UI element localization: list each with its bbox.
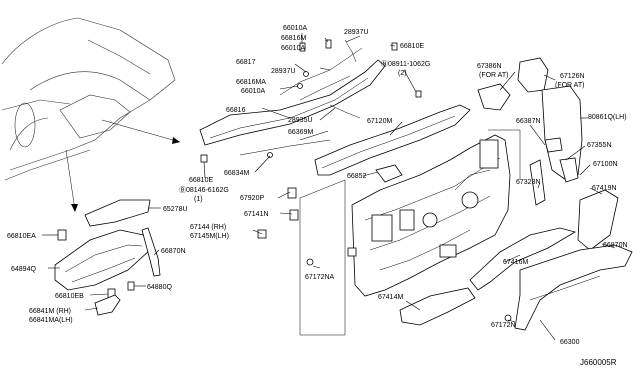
dash-panel — [347, 134, 511, 297]
label-67416M[interactable]: 67416M — [503, 259, 528, 266]
label-66834M[interactable]: 66834M — [224, 170, 249, 177]
part-labels: 66010A 28937U 66816M 66010A 66810E 66817… — [7, 25, 628, 367]
label-67126N[interactable]: 67126N — [560, 73, 585, 80]
label-64880Q[interactable]: 64880Q — [147, 284, 172, 291]
cowl-top-assembly — [199, 39, 422, 163]
label-67355N[interactable]: 67355N — [587, 142, 612, 149]
label-66816[interactable]: 66816 — [226, 107, 246, 114]
label-66816M[interactable]: 66816M — [281, 35, 306, 42]
label-66010A-3[interactable]: 66010A — [241, 88, 265, 95]
label-66810E-left[interactable]: 66810E — [189, 177, 213, 184]
label-67386N-note[interactable]: (FOR AT) — [479, 72, 508, 79]
label-66810E-top[interactable]: 66810E — [400, 43, 424, 50]
label-66841M[interactable]: 66841M (RH) — [29, 308, 71, 315]
label-65278U[interactable]: 65278U — [163, 206, 188, 213]
label-66810EA[interactable]: 66810EA — [7, 233, 36, 240]
label-08911-1062G[interactable]: Ⓝ08911-1062G — [381, 60, 430, 68]
label-28937U-mid[interactable]: 28937U — [271, 68, 296, 75]
label-67920P[interactable]: 67920P — [240, 195, 264, 202]
label-66841MA[interactable]: 66841MA(LH) — [29, 317, 73, 324]
label-67141N[interactable]: 67141N — [244, 211, 269, 218]
right-side-brackets — [257, 57, 633, 331]
label-67414M[interactable]: 67414M — [378, 294, 403, 301]
label-67120M[interactable]: 67120M — [367, 118, 392, 125]
label-64894Q[interactable]: 64894Q — [11, 266, 36, 273]
label-66810EB[interactable]: 66810EB — [55, 293, 84, 300]
label-66817[interactable]: 66817 — [236, 59, 256, 66]
diagram-code: J660005R — [580, 358, 617, 367]
label-67145M[interactable]: 67145M(LH) — [190, 233, 229, 240]
lower-left-parts — [54, 199, 161, 316]
label-67126N-note[interactable]: (FOR AT) — [555, 82, 584, 89]
car-callout-arrows — [65, 119, 181, 212]
label-66300[interactable]: 66300 — [560, 339, 580, 346]
label-66870N-right[interactable]: 66870N — [603, 242, 628, 249]
label-67172NA[interactable]: 67172NA — [305, 274, 335, 281]
label-67386N[interactable]: 67386N — [477, 63, 502, 70]
label-66010A-top[interactable]: 66010A — [283, 25, 307, 32]
car-body-illustration — [1, 17, 176, 181]
label-67100N[interactable]: 67100N — [593, 161, 618, 168]
label-28935U[interactable]: 28935U — [288, 117, 313, 124]
label-67172N[interactable]: 67172N — [491, 322, 516, 329]
label-28937U-top[interactable]: 28937U — [344, 29, 369, 36]
label-66852[interactable]: 66852 — [347, 173, 367, 180]
label-66816MA[interactable]: 66816MA — [236, 79, 266, 86]
leader-lines — [42, 33, 616, 341]
label-66369M[interactable]: 66369M — [288, 129, 313, 136]
label-66387N[interactable]: 66387N — [516, 118, 541, 125]
label-67144[interactable]: 67144 (RH) — [190, 224, 226, 231]
label-66870N-left[interactable]: 66870N — [161, 248, 186, 255]
label-67419N[interactable]: 67419N — [592, 185, 617, 192]
label-67323N[interactable]: 67323N — [516, 179, 541, 186]
label-08911-qty[interactable]: (2) — [398, 70, 407, 77]
upper-dash-panel — [314, 104, 471, 183]
label-08146-qty[interactable]: (1) — [194, 196, 203, 203]
label-66010A-2[interactable]: 66010A — [281, 45, 305, 52]
callout-box-outline — [299, 129, 521, 336]
label-08146-6162G[interactable]: Ⓑ08146-6162G — [179, 186, 229, 194]
label-80861Q[interactable]: 80861Q(LH) — [588, 114, 627, 121]
